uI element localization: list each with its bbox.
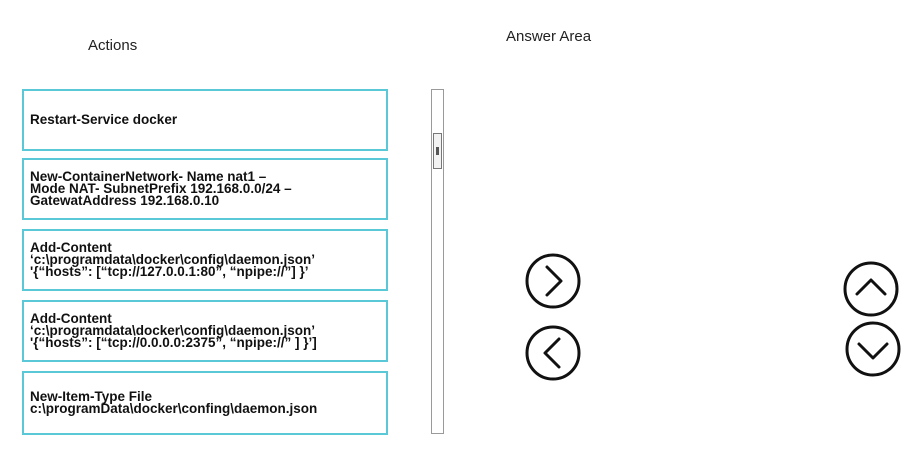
actions-scrollbar[interactable]: [431, 89, 444, 434]
action-item-add-content-localhost[interactable]: Add-Content ‘c:\programdata\docker\confi…: [22, 229, 388, 291]
move-down-button[interactable]: [845, 321, 901, 377]
action-item-add-content-any-host[interactable]: Add-Content ‘c:\programdata\docker\confi…: [22, 300, 388, 362]
chevron-up-circle-icon: [843, 261, 899, 317]
action-line: '{“hosts”: [“tcp://0.0.0.0:2375”, “npipe…: [30, 335, 317, 350]
action-item-new-item-file[interactable]: New-Item-Type File c:\programData\docker…: [22, 371, 388, 435]
action-line: Add-Content: [30, 311, 112, 326]
move-up-button[interactable]: [843, 261, 899, 317]
action-line: Add-Content: [30, 240, 112, 255]
chevron-right-circle-icon: [525, 253, 581, 309]
action-line: Mode NAT- SubnetPrefix 192.168.0.0/24 –: [30, 181, 292, 196]
action-line: '{“hosts”: [“tcp://127.0.0.1:80”, “npipe…: [30, 264, 309, 279]
actions-heading: Actions: [88, 37, 138, 54]
answer-area-heading: Answer Area: [506, 28, 592, 45]
action-line: ‘c:\programdata\docker\config\daemon.jso…: [30, 252, 316, 267]
action-item-new-container-network[interactable]: New-ContainerNetwork- Name nat1 – Mode N…: [22, 158, 388, 220]
action-line: ‘c:\programdata\docker\config\daemon.jso…: [30, 323, 316, 338]
action-item-restart-service[interactable]: Restart-Service docker: [22, 89, 388, 151]
scrollbar-thumb[interactable]: [433, 133, 442, 169]
chevron-down-circle-icon: [845, 321, 901, 377]
action-line: Restart-Service docker: [30, 112, 178, 127]
action-line: New-ContainerNetwork- Name nat1 –: [30, 169, 267, 184]
move-right-button[interactable]: [525, 253, 581, 309]
action-line: GatewatAddress 192.168.0.10: [30, 193, 220, 208]
action-line: c:\programData\docker\confing\daemon.jso…: [30, 401, 318, 416]
move-left-button[interactable]: [525, 325, 581, 381]
chevron-left-circle-icon: [525, 325, 581, 381]
action-line: New-Item-Type File: [30, 389, 153, 404]
scrollbar-grip: [436, 147, 439, 155]
